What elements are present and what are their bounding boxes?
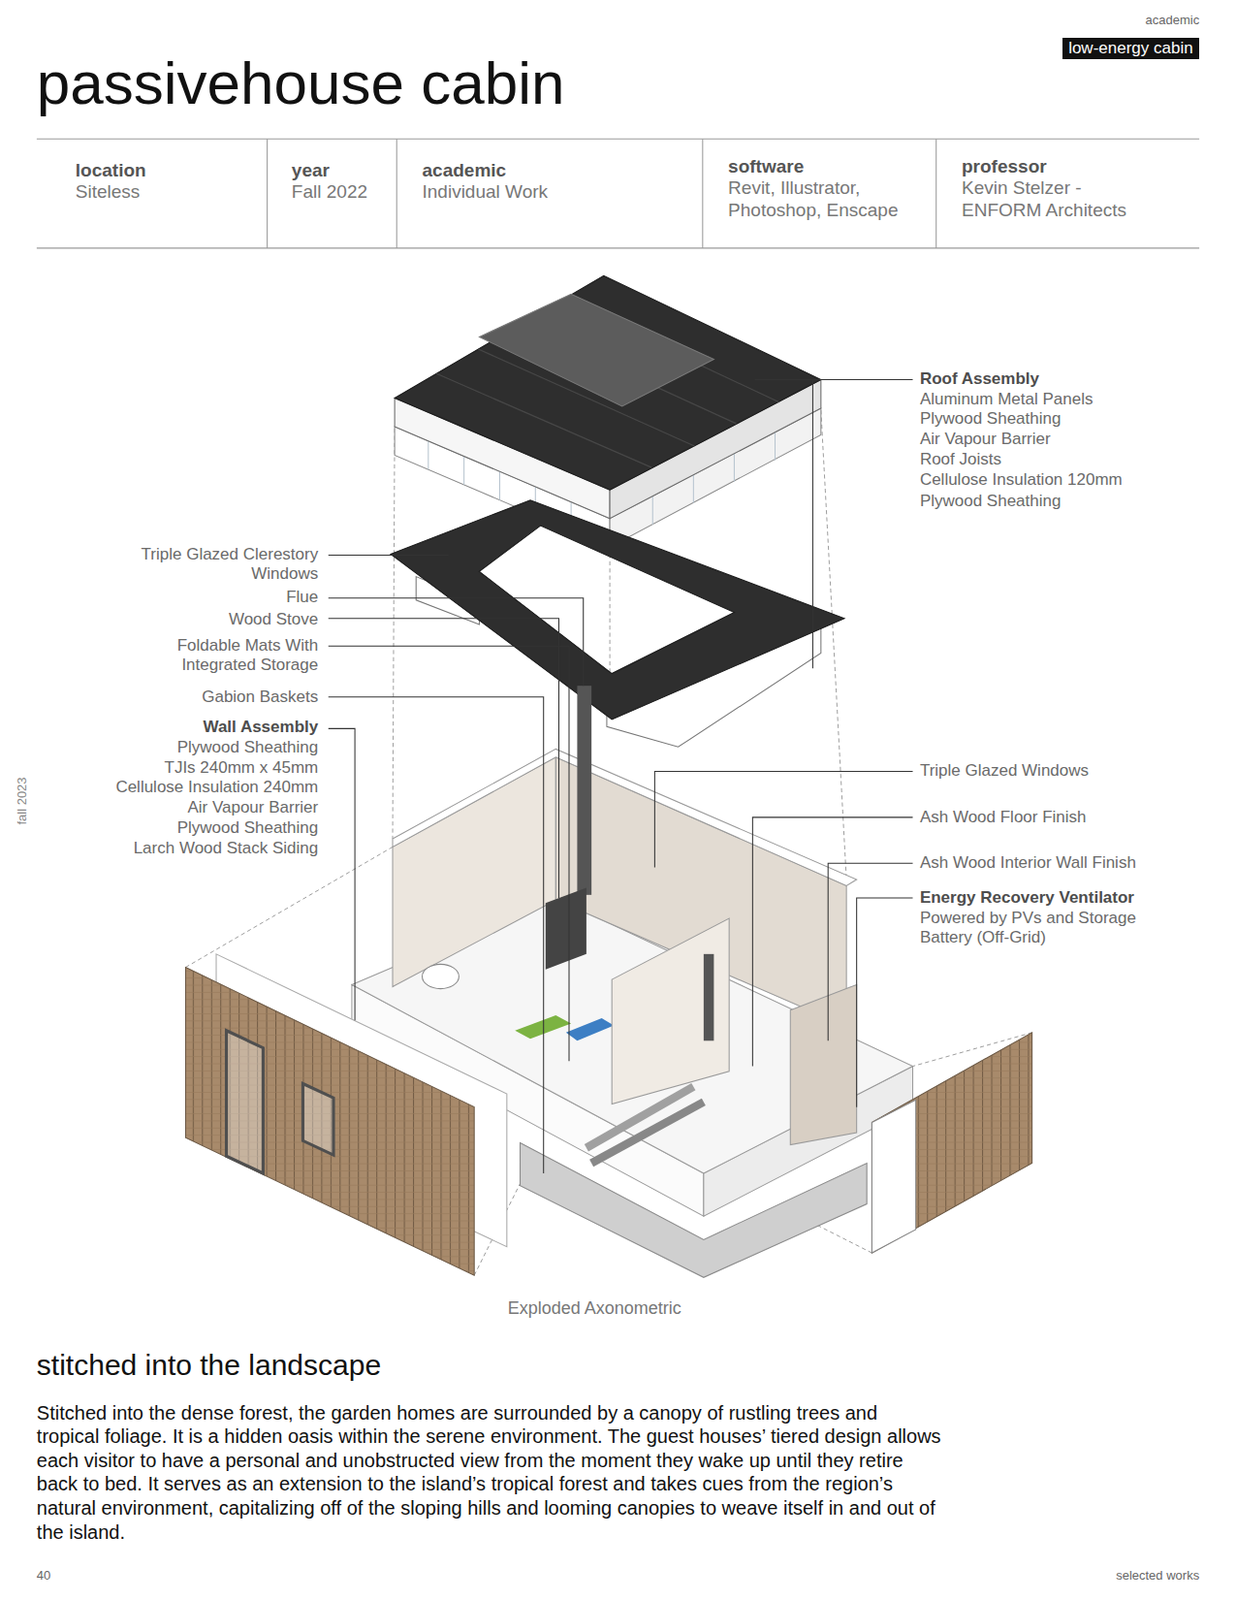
footer-note: selected works (1115, 1567, 1200, 1584)
page-title: passivehouse cabin (36, 53, 566, 114)
tag-box: low-energy cabin (1062, 37, 1200, 60)
callout-label: Air Vapour Barrier (187, 797, 318, 818)
field-name: professor (961, 155, 1047, 178)
field-value: Kevin Stelzer - ENFORM Architects (961, 176, 1151, 222)
callout-label: Powered by PVs and Storage Battery (Off-… (919, 908, 1153, 948)
callout-label: Cellulose Insulation 240mm (115, 777, 318, 797)
field-name: year (291, 158, 330, 182)
field-value: Fall 2022 (291, 180, 368, 203)
clerestory-ring (390, 500, 845, 748)
tag-text: low-energy cabin (1068, 38, 1194, 59)
callout-label: TJIs 240mm x 45mm (164, 758, 319, 778)
wall-panel (871, 1032, 1032, 1253)
side-note: fall 2023 (14, 776, 31, 824)
callout-heading: Wall Assembly (202, 717, 318, 737)
section-tag: academic (1145, 12, 1201, 29)
roof-assembly (394, 275, 822, 547)
callout-label: Aluminum Metal Panels (919, 389, 1094, 410)
callout-label: Ash Wood Interior Wall Finish (919, 853, 1137, 873)
field-value: Individual Work (422, 180, 549, 203)
callout-heading: Roof Assembly (919, 369, 1040, 389)
body-text: Stitched into the dense forest, the gard… (36, 1400, 944, 1545)
callout-label: Triple Glazed Windows (919, 760, 1089, 781)
header-rules (36, 138, 1200, 249)
callout-label: Ash Wood Floor Finish (919, 807, 1087, 827)
callout-label: Triple Glazed Clerestory Windows (109, 544, 318, 584)
field-name: software (728, 155, 804, 178)
callout-label: Plywood Sheathing (919, 491, 1062, 511)
callout-label: Larch Wood Stack Siding (133, 838, 319, 858)
callout-label: Plywood Sheathing (919, 409, 1062, 429)
section-heading: stitched into the landscape (36, 1347, 381, 1383)
callout-label: Foldable Mats With Integrated Storage (109, 635, 318, 675)
callout-label: Roof Joists (919, 449, 1002, 470)
field-name: location (75, 158, 147, 182)
callout-label: Plywood Sheathing (177, 818, 319, 838)
callout-label: Wood Stove (228, 609, 318, 630)
callout-label: Plywood Sheathing (177, 737, 319, 758)
callout-label: Air Vapour Barrier (919, 429, 1051, 449)
callout-label: Gabion Baskets (201, 687, 318, 707)
figure-caption: Exploded Axonometric (507, 1297, 682, 1319)
page-number: 40 (36, 1567, 51, 1584)
field-name: academic (422, 158, 508, 182)
field-value: Revit, Illustrator, Photoshop, Enscape (728, 176, 913, 222)
leader-lines (328, 380, 914, 1173)
callout-label: Cellulose Insulation 120mm (919, 470, 1123, 490)
field-value: Siteless (75, 180, 141, 203)
callout-heading: Energy Recovery Ventilator (919, 887, 1135, 908)
callout-label: Flue (285, 587, 318, 607)
wall-panel (185, 953, 507, 1275)
